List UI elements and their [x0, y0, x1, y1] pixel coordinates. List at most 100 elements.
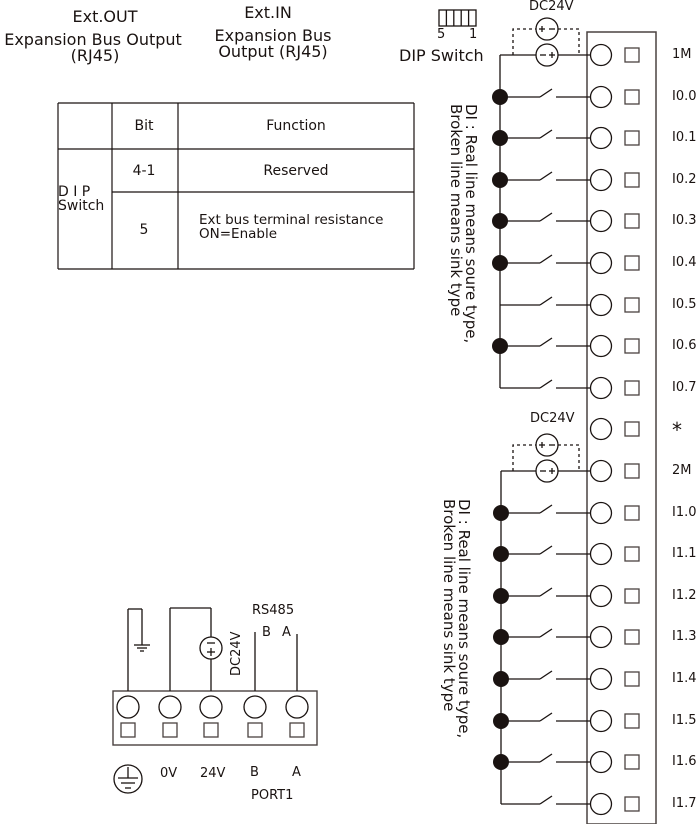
terminal-indicator-icon: [624, 713, 640, 729]
switch-contact-icon: [539, 296, 553, 306]
terminal-indicator-icon: [624, 338, 640, 354]
ext-out-title: Ext.OUT: [72, 7, 138, 26]
switch-contact-icon: [539, 628, 553, 638]
terminal-indicator-icon: [624, 421, 640, 437]
port1-terminal-screw-icon: [158, 695, 182, 719]
ext-out-desc: Expansion Bus Output: [4, 30, 182, 49]
port1-terminal-screw-icon: [199, 695, 223, 719]
table-row-function-line2: ON=Enable: [199, 226, 278, 242]
port1-terminal-indicator-icon: [247, 722, 263, 738]
terminal-label: I0.0: [672, 89, 697, 104]
junction-dot-icon: [493, 505, 509, 521]
ext-in-desc-2: Output (RJ45): [218, 42, 328, 61]
port1-terminal-indicator-icon: [162, 722, 178, 738]
terminal-block: [586, 31, 657, 824]
terminal-label: 1M: [672, 47, 692, 62]
junction-dot-icon: [492, 89, 508, 105]
group2-dc-source-alt-icon: [535, 433, 559, 457]
terminal-label: I0.2: [672, 172, 697, 187]
switch-contact-icon: [539, 545, 553, 555]
terminal-screw-icon: [589, 625, 613, 649]
port1-terminal-screw-icon: [243, 695, 267, 719]
terminal-indicator-icon: [624, 213, 640, 229]
port1-terminal-24v: 24V: [200, 766, 226, 781]
terminal-label: I0.7: [672, 380, 697, 395]
junction-dot-icon: [493, 629, 509, 645]
terminal-label: I1.6: [672, 754, 697, 769]
junction-dot-icon: [492, 255, 508, 271]
junction-dot-icon: [492, 172, 508, 188]
terminal-indicator-icon: [624, 130, 640, 146]
group2-sink-dashed-wire: [512, 444, 536, 471]
terminal-label: I0.5: [672, 297, 697, 312]
port1-terminal-indicator-icon: [203, 722, 219, 738]
switch-contact-icon: [539, 587, 553, 597]
ext-in-title: Ext.IN: [244, 3, 292, 22]
terminal-screw-icon: [589, 542, 613, 566]
port1-terminal-block: [112, 690, 318, 746]
table-row-bit: 5: [139, 222, 149, 238]
terminal-indicator-icon: [624, 754, 640, 770]
terminal-label: I1.4: [672, 671, 697, 686]
terminal-label: I0.6: [672, 338, 697, 353]
terminal-screw-icon: [589, 251, 613, 275]
terminal-indicator-icon: [624, 255, 640, 271]
terminal-label: I1.5: [672, 713, 697, 728]
switch-contact-icon: [539, 254, 553, 264]
terminal-screw-icon: [589, 376, 613, 400]
terminal-label: I1.0: [672, 505, 697, 520]
terminal-label: I0.3: [672, 213, 697, 228]
group2-sink-dashed-wire: [558, 444, 580, 471]
terminal-indicator-icon: [624, 89, 640, 105]
switch-contact-icon: [539, 670, 553, 680]
switch-contact-icon: [539, 337, 553, 347]
terminal-indicator-icon: [624, 629, 640, 645]
terminal-screw-icon: [589, 293, 613, 317]
junction-dot-icon: [493, 671, 509, 687]
junction-dot-icon: [492, 130, 508, 146]
terminal-screw-icon: [589, 168, 613, 192]
dip-table-grid: [57, 102, 415, 270]
terminal-indicator-icon: [624, 172, 640, 188]
table-header-bit: Bit: [134, 118, 154, 134]
switch-contact-icon: [539, 712, 553, 722]
table-row-header-line2: Switch: [58, 198, 105, 214]
terminal-screw-icon: [589, 501, 613, 525]
table-row-bit: 4-1: [132, 163, 156, 179]
table-header-function: Function: [266, 118, 326, 134]
junction-dot-icon: [492, 213, 508, 229]
rs485-label: RS485: [252, 603, 295, 618]
terminal-indicator-icon: [624, 546, 640, 562]
terminal-screw-icon: [589, 417, 613, 441]
switch-contact-icon: [539, 129, 553, 139]
protective-earth-icon: [113, 764, 143, 794]
ext-in-desc: Expansion Bus: [214, 26, 332, 45]
port1-terminal-indicator-icon: [120, 722, 136, 738]
terminal-indicator-icon: [624, 671, 640, 687]
port1-wire-a-label: A: [282, 625, 291, 640]
port1-terminal-screw-icon: [116, 695, 140, 719]
group1-power-label: DC24V: [529, 0, 574, 14]
group2-dc-source-icon: [535, 459, 559, 483]
terminal-screw-icon: [589, 709, 613, 733]
dip-switch-label: DIP Switch: [399, 46, 484, 65]
terminal-screw-icon: [589, 209, 613, 233]
port1-terminal-screw-icon: [285, 695, 309, 719]
terminal-indicator-icon: [624, 463, 640, 479]
port1-terminal-b: B: [250, 765, 259, 780]
terminal-screw-icon: [589, 584, 613, 608]
switch-contact-icon: [539, 753, 553, 763]
port1-name: PORT1: [251, 788, 294, 803]
switch-contact-icon: [539, 88, 553, 98]
terminal-label: I0.1: [672, 130, 697, 145]
port1-terminal-a: A: [292, 765, 301, 780]
switch-contact-icon: [539, 504, 553, 514]
switch-contact-icon: [539, 171, 553, 181]
terminal-indicator-icon: [624, 505, 640, 521]
switch-contact-icon: [539, 795, 553, 805]
table-row-header-line1: D I P: [58, 184, 91, 200]
table-row-header: D I P Switch: [58, 185, 104, 213]
dip-switch-icon: [438, 9, 477, 27]
group1-sink-dashed-wire: [512, 28, 536, 55]
